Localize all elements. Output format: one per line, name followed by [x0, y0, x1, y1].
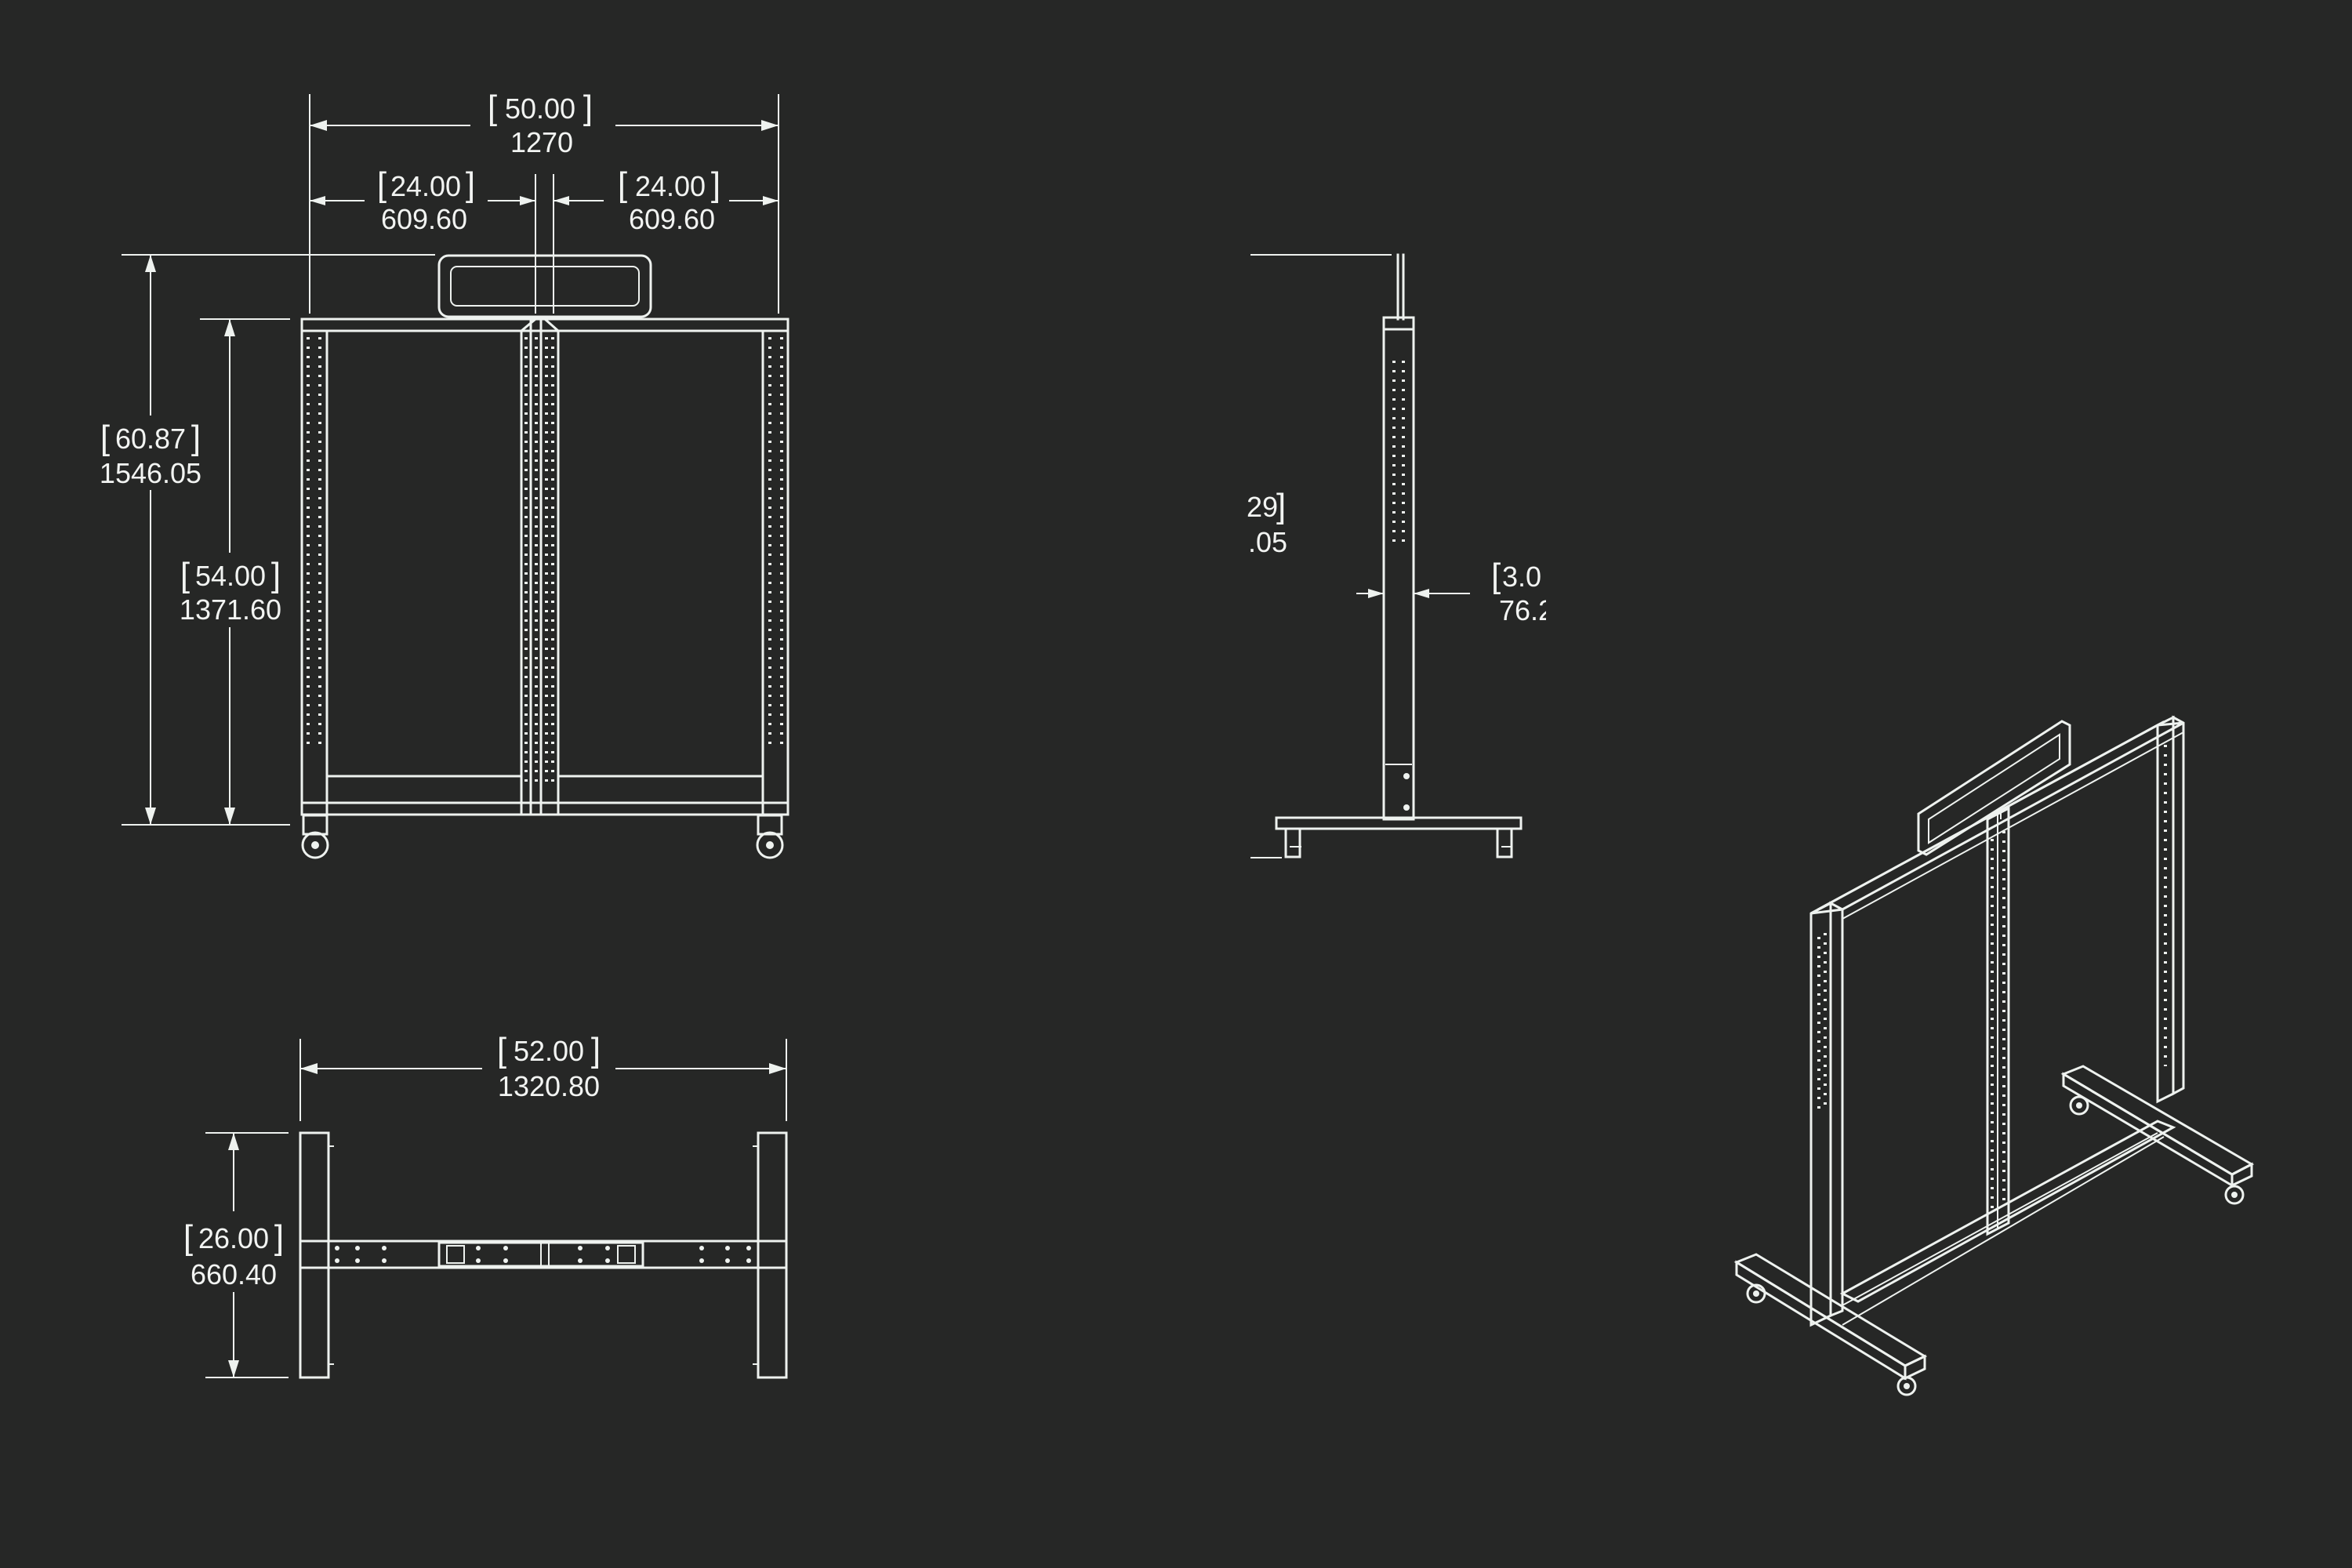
- front-view: [ ] 50.00 1270 [ ] 24.00 609.60 [ ] 24: [100, 89, 789, 859]
- dim-front-rack-height-inch: 54.00: [195, 560, 266, 592]
- svg-text:]: ]: [1276, 487, 1286, 525]
- svg-text:[: [: [488, 89, 497, 127]
- svg-text:]: ]: [583, 89, 593, 127]
- dim-top-base-width: [ ] 52.00 1320.80: [299, 1031, 787, 1121]
- svg-text:[: [: [183, 1218, 193, 1257]
- iso-bottom-rail: [1839, 1120, 2176, 1306]
- svg-text:[: [: [100, 419, 110, 457]
- svg-text:]: ]: [711, 165, 720, 204]
- dim-front-overall-width-inch: 50.00: [505, 93, 575, 125]
- side-view: 29 ] .05 [ 3.0 76.2: [1247, 253, 1617, 858]
- iso-handle: [1917, 720, 2071, 856]
- dim-front-rack-height: [ ] 54.00 1371.60: [180, 318, 290, 825]
- dim-front-overall-height-mm: 1546.05: [100, 457, 201, 489]
- isometric-view: [1733, 715, 2255, 1396]
- dim-top-base-width-inch: 52.00: [514, 1035, 584, 1067]
- dim-front-left-bay-mm: 609.60: [381, 203, 467, 235]
- dim-front-left-bay: [ ] 24.00 609.60: [310, 165, 536, 314]
- dim-top-base-depth: [ ] 26.00 660.40: [183, 1132, 289, 1378]
- side-post: [1382, 253, 1415, 821]
- side-base: [1275, 816, 1523, 858]
- top-base-frame: [299, 1131, 788, 1379]
- iso-middle-post: [1986, 806, 2010, 1236]
- svg-text:]: ]: [466, 165, 475, 204]
- dim-front-right-bay-mm: 609.60: [629, 203, 715, 235]
- front-handle: [437, 254, 652, 318]
- dim-front-overall-height: [ ] 60.87 1546.05: [100, 254, 435, 826]
- svg-text:[: [: [180, 556, 190, 594]
- dim-top-base-width-mm: 1320.80: [498, 1070, 600, 1102]
- svg-text:[: [: [497, 1031, 506, 1069]
- svg-text:]: ]: [274, 1218, 284, 1257]
- iso-right-post: [2156, 715, 2185, 1104]
- dim-front-overall-height-inch: 60.87: [115, 423, 186, 455]
- dim-front-left-bay-inch: 24.00: [390, 170, 461, 202]
- dim-side-height: 29 ] .05: [1247, 254, 1392, 858]
- svg-text:]: ]: [191, 419, 201, 457]
- dim-side-height-mm: .05: [1248, 526, 1287, 558]
- iso-right-foot: [2060, 1065, 2255, 1205]
- dim-top-base-depth-mm: 660.40: [191, 1258, 277, 1290]
- svg-text:[: [: [618, 165, 627, 204]
- dim-front-right-bay-inch: 24.00: [635, 170, 706, 202]
- dim-top-base-depth-inch: 26.00: [198, 1222, 269, 1254]
- top-view: [ ] 52.00 1320.80 [ ] 26.00 660.40: [183, 1031, 788, 1379]
- dim-front-overall-width-mm: 1270: [510, 126, 573, 158]
- front-casters: [301, 814, 784, 859]
- iso-left-post: [1809, 901, 1844, 1327]
- dim-side-post-depth: [ 3.0 76.2: [1356, 557, 1554, 626]
- iso-left-foot: [1733, 1253, 1928, 1396]
- dim-side-post-depth-inch: 3.0: [1502, 561, 1541, 593]
- iso-base-crossbar: [1842, 1136, 2165, 1326]
- dim-side-post-depth-mm: 76.2: [1499, 594, 1554, 626]
- front-frame: [300, 317, 789, 816]
- dim-front-overall-width: [ ] 50.00 1270: [309, 89, 779, 314]
- svg-text:]: ]: [271, 556, 281, 594]
- svg-text:[: [: [1491, 557, 1501, 595]
- svg-text:[: [: [377, 165, 387, 204]
- svg-text:]: ]: [591, 1031, 601, 1069]
- dim-front-right-bay: [ ] 24.00 609.60: [553, 165, 779, 314]
- dim-side-height-inch: 29: [1247, 491, 1278, 523]
- dim-front-rack-height-mm: 1371.60: [180, 593, 281, 626]
